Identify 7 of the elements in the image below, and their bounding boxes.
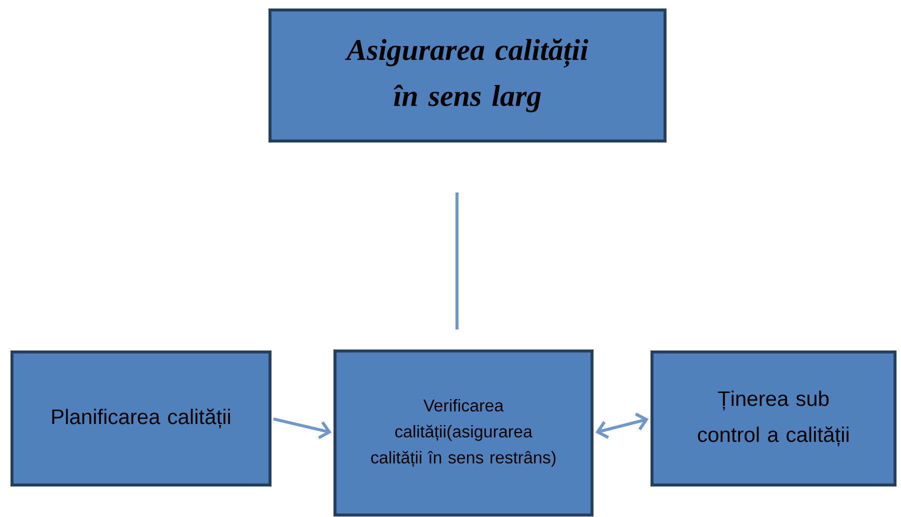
connector-line bbox=[456, 192, 458, 330]
process-box: Verificarea calității(asigurarea calității în sens restrâns) bbox=[334, 350, 594, 516]
arrow bbox=[595, 412, 649, 439]
arrow bbox=[273, 418, 332, 440]
process-box: Ținerea sub control a calității bbox=[650, 350, 896, 486]
title-box: Asigurarea calității în sens larg bbox=[268, 8, 666, 142]
process-box: Planificarea calității bbox=[10, 350, 272, 486]
